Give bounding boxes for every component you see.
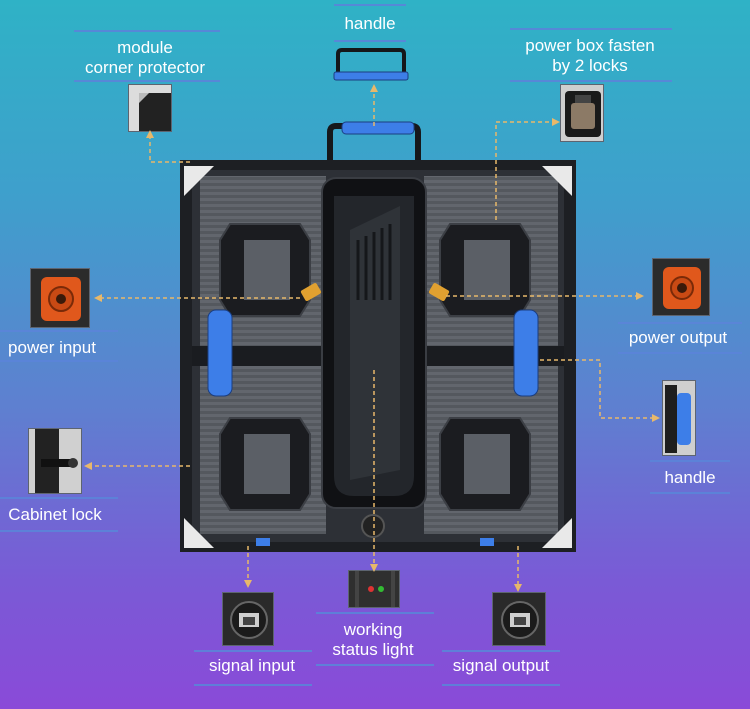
callout-lines	[88, 88, 656, 588]
bottom-left-connector	[256, 538, 270, 546]
label-handle-top: handle	[344, 14, 396, 33]
rule-signal-output	[442, 684, 560, 686]
cabinet-side-handles	[207, 309, 539, 397]
rule-handle-top-bottom	[334, 40, 406, 42]
signal-input-thumbnail	[222, 592, 274, 646]
handle-top-thumbnail	[330, 46, 412, 82]
handle-side-thumbnail	[662, 380, 696, 456]
bottom-right-connector	[480, 538, 494, 546]
rule-signal-input	[194, 684, 312, 686]
handle-top-image	[333, 48, 409, 81]
rule-powerbox-top	[510, 28, 672, 30]
label-signal-output: signal output	[452, 656, 550, 675]
rule-signal-output-top	[442, 650, 560, 652]
label-signal-input: signal input	[208, 656, 295, 675]
handle-side-image	[663, 381, 695, 455]
rule-handle-top	[334, 4, 406, 6]
label-cabinet-lock: Cabinet lock	[8, 505, 102, 524]
cabinet-lock-thumbnail	[28, 428, 82, 494]
cabinet-power-connectors	[300, 283, 450, 301]
power-box	[321, 177, 427, 538]
power-box-lock-thumbnail	[560, 84, 604, 142]
rule-status-top	[316, 612, 434, 614]
cabinet-lock-image	[29, 429, 81, 493]
callout-arrowheads	[84, 84, 660, 592]
rule-cabinet-lock-top	[0, 497, 118, 499]
power-output-thumbnail	[652, 258, 710, 316]
rule-power-input	[0, 360, 118, 362]
power-output-connector-icon	[653, 259, 709, 315]
rule-powerbox-bottom	[510, 80, 672, 82]
label-corner-protector: module corner protector	[85, 38, 205, 77]
rule-power-output	[618, 352, 742, 354]
label-power-input: power input	[8, 338, 96, 357]
rule-handle-side	[650, 492, 730, 494]
status-light-thumbnail	[348, 570, 400, 608]
rule-signal-input-top	[194, 650, 312, 652]
label-power-box: power box fasten by 2 locks	[525, 36, 655, 75]
signal-input-connector-icon	[223, 593, 273, 645]
signal-output-thumbnail	[492, 592, 546, 646]
rule-power-input-top	[0, 330, 118, 332]
rule-corner-bottom	[74, 80, 220, 82]
signal-output-connector-icon	[493, 593, 545, 645]
rule-cabinet-lock	[0, 530, 118, 532]
status-light-icon	[349, 571, 399, 607]
corner-protector-image	[129, 85, 171, 131]
label-handle-side: handle	[664, 468, 716, 487]
label-working-status: working status light	[332, 620, 414, 659]
rule-corner-top	[74, 30, 220, 32]
power-input-thumbnail	[30, 268, 90, 328]
rule-handle-side-top	[650, 460, 730, 462]
corner-protectors	[184, 166, 572, 548]
lock-icon	[561, 85, 603, 141]
power-input-connector-icon	[31, 269, 89, 327]
rule-status	[316, 664, 434, 666]
cabinet-top-handle	[327, 121, 421, 160]
label-power-output: power output	[628, 328, 728, 347]
rule-power-output-top	[618, 322, 742, 324]
